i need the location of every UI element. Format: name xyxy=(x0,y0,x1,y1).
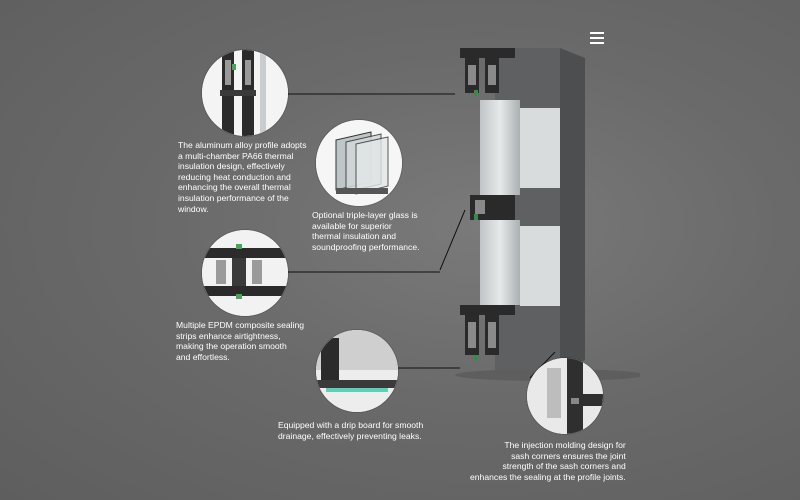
triple-glass-detail-image xyxy=(316,120,402,206)
window-cross-section-illustration xyxy=(455,48,640,381)
injection-corner-caption: The injection molding design for sash co… xyxy=(470,440,626,482)
drip-board-detail-image xyxy=(316,330,398,412)
triple-glass-caption: Optional triple-layer glass is available… xyxy=(312,210,420,252)
drip-board-caption: Equipped with a drip board for smooth dr… xyxy=(278,420,424,441)
hamburger-menu-icon[interactable] xyxy=(590,32,604,44)
thermal-profile-caption: The aluminum alloy profile adopts a mult… xyxy=(178,140,307,214)
epdm-seal-caption: Multiple EPDM composite sealing strips e… xyxy=(176,320,305,362)
epdm-seal-detail-image xyxy=(202,230,288,316)
injection-corner-detail-image xyxy=(527,358,603,434)
thermal-profile-detail-image xyxy=(202,50,288,136)
